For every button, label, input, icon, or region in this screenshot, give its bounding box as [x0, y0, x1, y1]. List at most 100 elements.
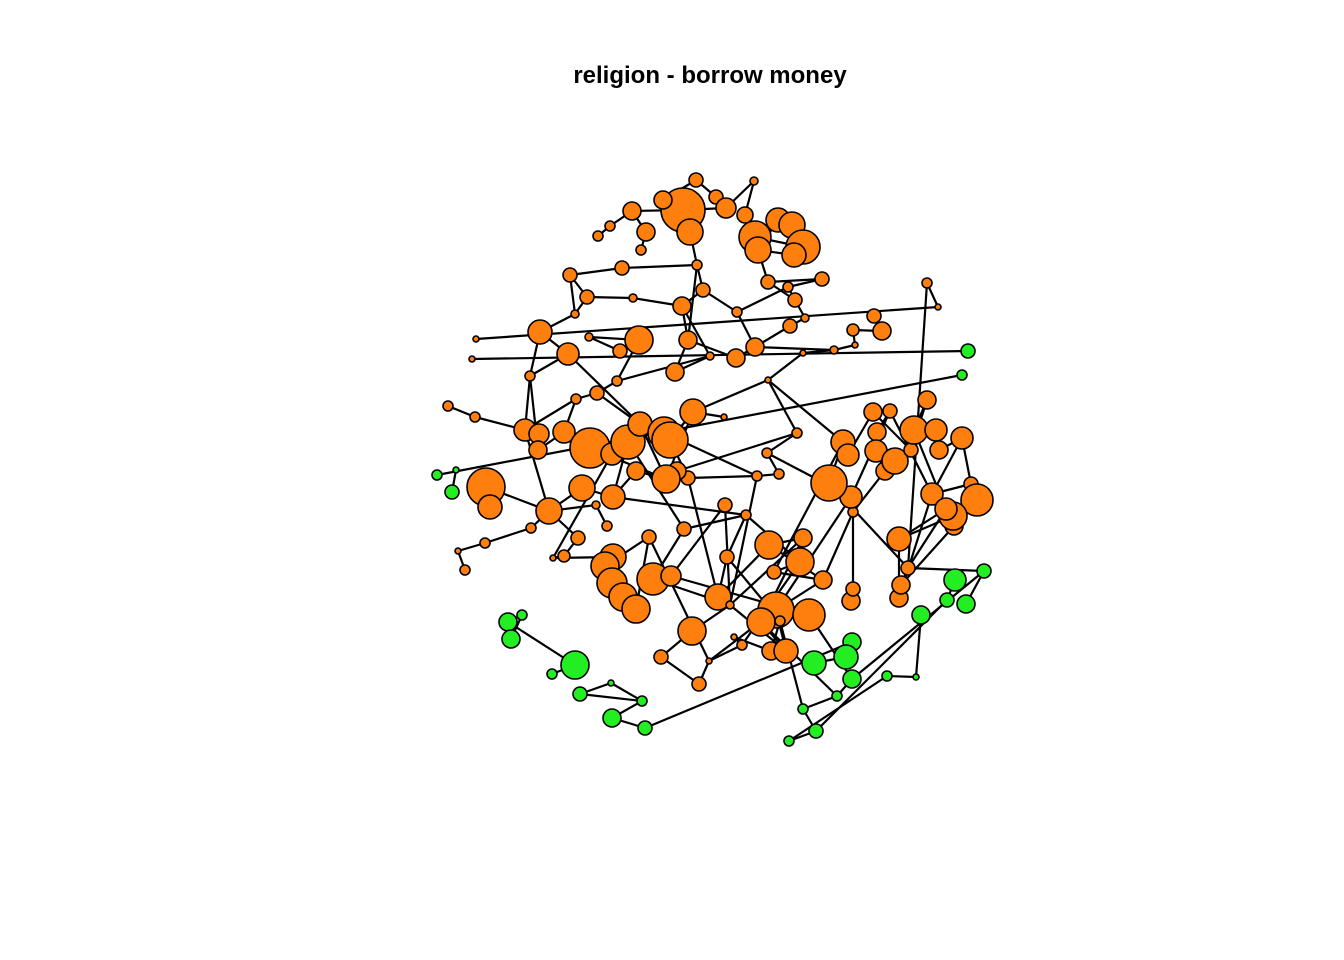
orange-node-152	[934, 303, 942, 311]
green-node-171	[801, 650, 827, 676]
orange-node-102	[719, 549, 735, 565]
orange-node-28	[787, 292, 803, 308]
edge-234	[775, 496, 852, 611]
orange-node-113	[785, 547, 815, 577]
edge-148	[687, 474, 758, 480]
orange-node-104	[725, 600, 735, 610]
orange-node-88	[570, 530, 586, 546]
orange-node-62	[866, 308, 882, 324]
orange-node-118	[746, 607, 776, 637]
orange-node-22	[579, 289, 595, 305]
orange-node-29	[782, 281, 794, 293]
orange-node-75	[651, 464, 681, 494]
orange-node-6	[749, 176, 759, 186]
orange-node-66	[829, 345, 839, 355]
orange-node-103	[704, 583, 732, 611]
edge-242	[676, 431, 798, 473]
edge-214	[686, 477, 720, 598]
green-node-162	[501, 629, 521, 649]
orange-node-111	[754, 530, 784, 560]
orange-node-24	[672, 296, 692, 316]
edge-192	[567, 353, 641, 425]
edge-137	[475, 305, 939, 341]
edge-186	[754, 345, 835, 352]
plot-title: religion - borrow money	[573, 62, 847, 89]
green-node-177	[783, 735, 795, 747]
orange-node-79	[535, 497, 563, 525]
edge-34	[621, 263, 698, 270]
orange-node-85	[459, 564, 471, 576]
orange-node-69	[791, 427, 803, 439]
green-node-158	[452, 466, 460, 474]
orange-node-23	[628, 293, 638, 303]
orange-node-96	[641, 529, 657, 545]
orange-node-97	[676, 521, 692, 537]
orange-node-151	[921, 277, 933, 289]
orange-node-25	[695, 282, 711, 298]
orange-node-14	[622, 201, 642, 221]
green-node-180	[911, 605, 931, 625]
orange-node-13	[781, 242, 807, 268]
orange-node-80	[591, 500, 601, 510]
orange-node-100	[717, 497, 733, 513]
orange-node-35	[678, 330, 698, 350]
orange-node-131	[867, 422, 887, 442]
orange-node-60	[679, 398, 707, 426]
green-node-179	[912, 673, 920, 681]
green-node-169	[637, 720, 653, 736]
orange-node-137	[899, 415, 929, 445]
orange-node-126	[810, 464, 848, 502]
edge-191	[616, 354, 711, 383]
orange-node-77	[600, 484, 626, 510]
green-node-173	[842, 669, 862, 689]
orange-node-39	[612, 343, 628, 359]
orange-node-37	[665, 362, 685, 382]
edge-152	[436, 373, 963, 477]
edge-190	[736, 286, 789, 313]
orange-node-43	[556, 342, 580, 366]
orange-node-5	[715, 197, 737, 219]
orange-node-107	[691, 676, 707, 692]
orange-node-45	[611, 375, 623, 387]
edge-144	[767, 379, 798, 434]
orange-node-21	[562, 267, 578, 283]
orange-node-121	[773, 638, 799, 664]
orange-node-140	[950, 426, 974, 450]
orange-node-99	[660, 565, 682, 587]
orange-node-135	[903, 442, 919, 458]
orange-node-52	[528, 440, 548, 460]
green-node-161	[516, 609, 528, 621]
orange-node-89	[557, 549, 571, 563]
orange-node-9	[744, 236, 772, 264]
orange-node-154	[468, 355, 476, 363]
orange-node-143	[960, 483, 994, 517]
orange-node-53	[552, 420, 576, 444]
orange-node-76	[626, 461, 646, 481]
green-node-181	[939, 592, 955, 608]
orange-node-31	[731, 306, 743, 318]
green-node-175	[797, 703, 809, 715]
orange-node-84	[454, 547, 462, 555]
orange-node-49	[469, 411, 481, 423]
edge-229	[552, 453, 613, 559]
orange-node-61	[720, 413, 728, 421]
orange-node-40	[584, 332, 594, 342]
green-node-156	[956, 369, 968, 381]
orange-node-34	[726, 348, 746, 368]
orange-node-83	[479, 537, 491, 549]
edge-185	[767, 379, 844, 443]
edge-85	[670, 504, 726, 577]
orange-node-101	[740, 509, 752, 521]
orange-node-19	[691, 259, 703, 271]
orange-node-82	[525, 522, 537, 534]
orange-node-18	[635, 244, 647, 256]
orange-node-110	[730, 633, 738, 641]
green-node-167	[636, 695, 648, 707]
orange-node-67	[799, 349, 807, 357]
orange-node-2	[653, 190, 673, 210]
green-node-160	[498, 612, 518, 632]
orange-node-71	[773, 468, 785, 480]
orange-node-87	[477, 494, 503, 520]
orange-node-109	[736, 639, 748, 651]
orange-node-112	[793, 528, 813, 548]
